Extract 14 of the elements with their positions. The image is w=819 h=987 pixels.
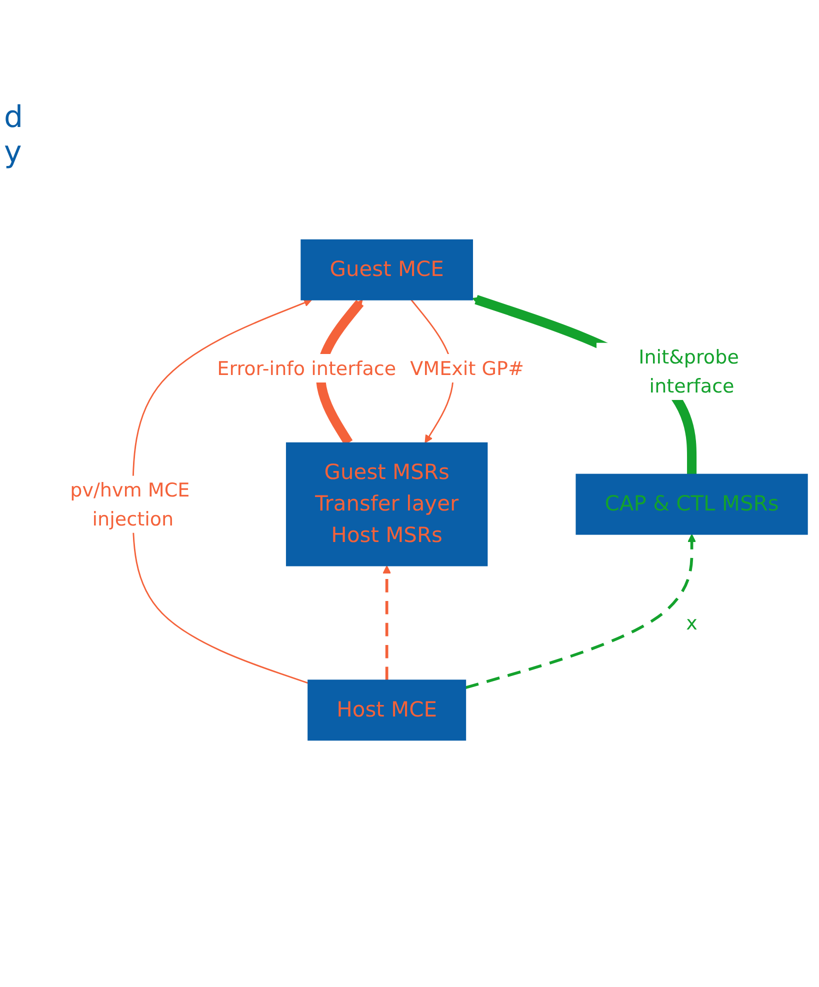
arrow xyxy=(382,565,392,680)
edge-label: Init&probe interface xyxy=(638,346,739,398)
node-box: Guest MCE xyxy=(300,239,473,300)
cut-off-text: y xyxy=(4,135,23,170)
arrow xyxy=(465,534,696,689)
node-box: Guest MSRs Transfer layer Host MSRs xyxy=(286,442,488,566)
node-box: Host MCE xyxy=(308,680,466,741)
edge-label: VMExit GP# xyxy=(410,356,524,380)
edge-label: Error-info interface xyxy=(217,356,396,380)
edge-label: pv/hvm MCE injection xyxy=(70,478,190,530)
edge-label: x xyxy=(686,612,698,634)
arrow xyxy=(132,298,312,684)
cut-off-text: d xyxy=(4,100,24,135)
node-box: CAP & CTL MSRs xyxy=(576,474,808,535)
